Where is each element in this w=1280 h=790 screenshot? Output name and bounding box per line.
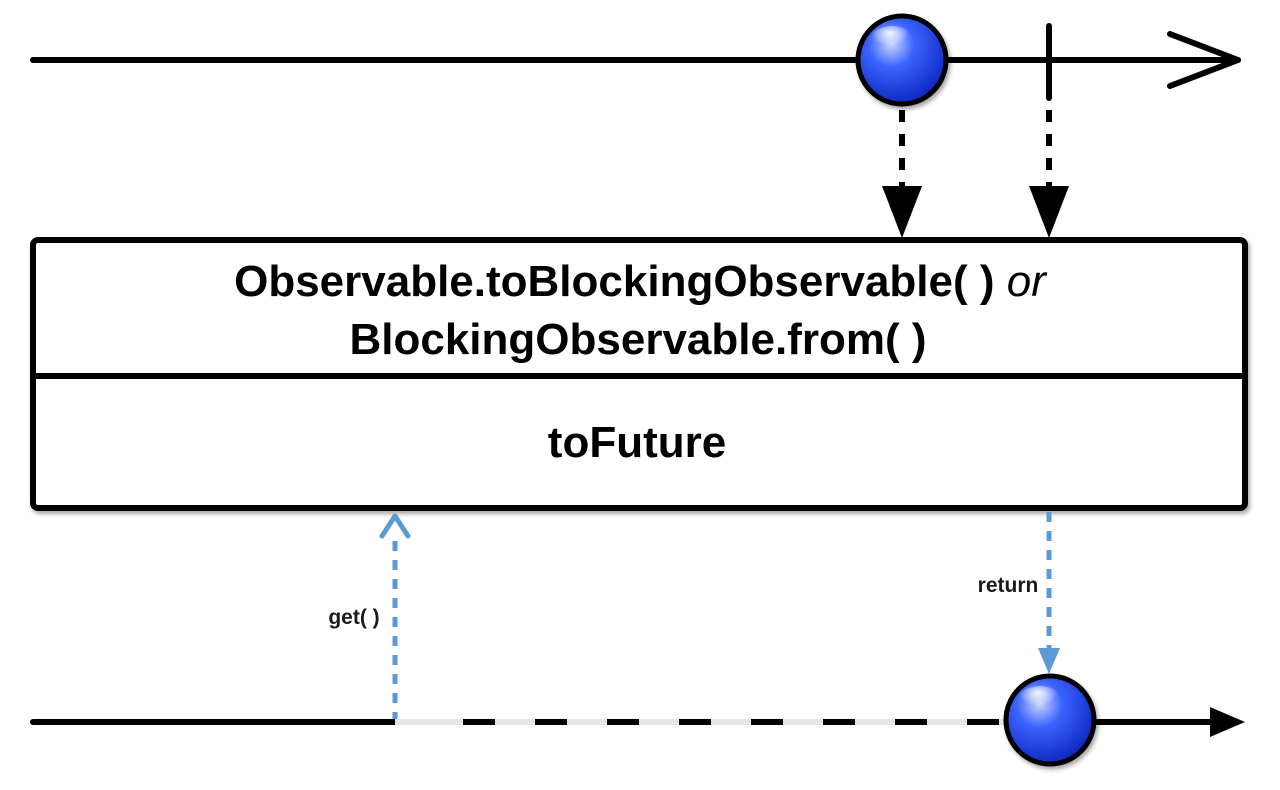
operator-name: toFuture [548, 418, 726, 467]
get-label: get( ) [328, 606, 379, 629]
return-label: return [978, 574, 1039, 597]
operator-title-line2: BlockingObservable.from( ) [349, 315, 926, 364]
source-marble [855, 13, 949, 107]
completion-to-operator-arrow [1029, 110, 1069, 238]
operator-title-main: Observable.toBlockingObservable( ) [234, 257, 994, 306]
get-call-arrow [379, 513, 411, 722]
result-timeline-arrowhead [1210, 707, 1245, 737]
operator-title-connector: or [1007, 257, 1048, 306]
item-to-operator-arrow [882, 110, 922, 238]
operator-box [30, 237, 1248, 511]
source-timeline-arrowhead [1167, 31, 1241, 89]
operator-title-line1: Observable.toBlockingObservable( ) or [234, 257, 1048, 306]
source-timeline [30, 13, 1241, 107]
return-arrow [1038, 512, 1060, 674]
result-marble [1003, 673, 1097, 767]
result-timeline [30, 673, 1245, 767]
